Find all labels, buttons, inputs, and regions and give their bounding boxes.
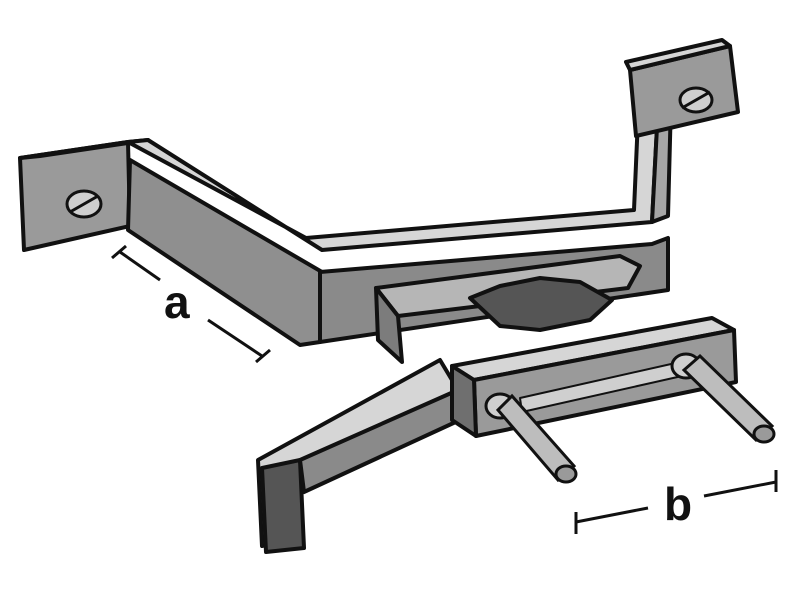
extension-arm (256, 358, 462, 554)
dimension-b-label: b (664, 478, 692, 530)
bracket-arm-face (126, 158, 324, 347)
upper-clamp-jaw (374, 254, 642, 364)
threaded-bolt-front (484, 392, 578, 484)
dimension-a-label: a (164, 276, 190, 328)
dimension-b (574, 470, 778, 534)
dimension-a (111, 244, 271, 364)
screw-left-icon (65, 189, 103, 219)
threaded-bolt-back (670, 352, 776, 444)
screw-right-icon (678, 86, 714, 114)
lower-clamp-block (450, 316, 738, 438)
clamp-grip-teeth (468, 276, 614, 332)
extension-arm-foot (260, 458, 306, 554)
